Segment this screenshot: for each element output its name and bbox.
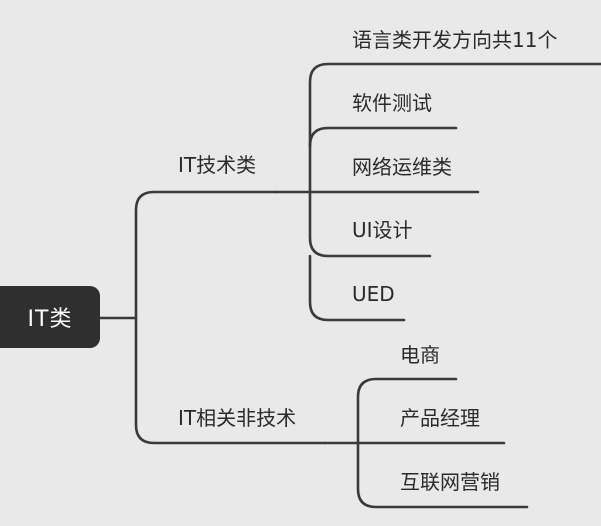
leaf-node-ecommerce[interactable]: 电商: [400, 343, 440, 367]
leaf-node-software-testing[interactable]: 软件测试: [352, 91, 432, 115]
connector-root-to-tech: [98, 190, 278, 320]
leaf-node-internet-marketing[interactable]: 互联网营销: [400, 470, 500, 494]
leaf-node-ui-design[interactable]: UI设计: [352, 218, 413, 242]
connector-root-to-nontech: [134, 316, 327, 445]
connector-tech-child-4: [308, 190, 432, 258]
connector-tech-child-2: [308, 126, 458, 148]
connector-nontech-child-3: [356, 441, 529, 509]
connector-tech-child-1: [308, 62, 601, 194]
leaf-node-network-ops[interactable]: 网络运维类: [352, 155, 452, 179]
connector-nontech-child-1: [356, 377, 458, 445]
leaf-node-language-dev[interactable]: 语言类开发方向共11个: [352, 28, 558, 52]
connector-tech-child-5: [308, 254, 406, 322]
branch-node-it-tech[interactable]: IT技术类: [178, 153, 257, 177]
leaf-node-ued[interactable]: UED: [352, 282, 395, 306]
root-node-label: IT类: [27, 307, 73, 332]
leaf-node-product-manager[interactable]: 产品经理: [400, 406, 480, 430]
branch-node-it-nontech[interactable]: IT相关非技术: [178, 406, 297, 430]
root-node[interactable]: IT类: [0, 286, 100, 348]
